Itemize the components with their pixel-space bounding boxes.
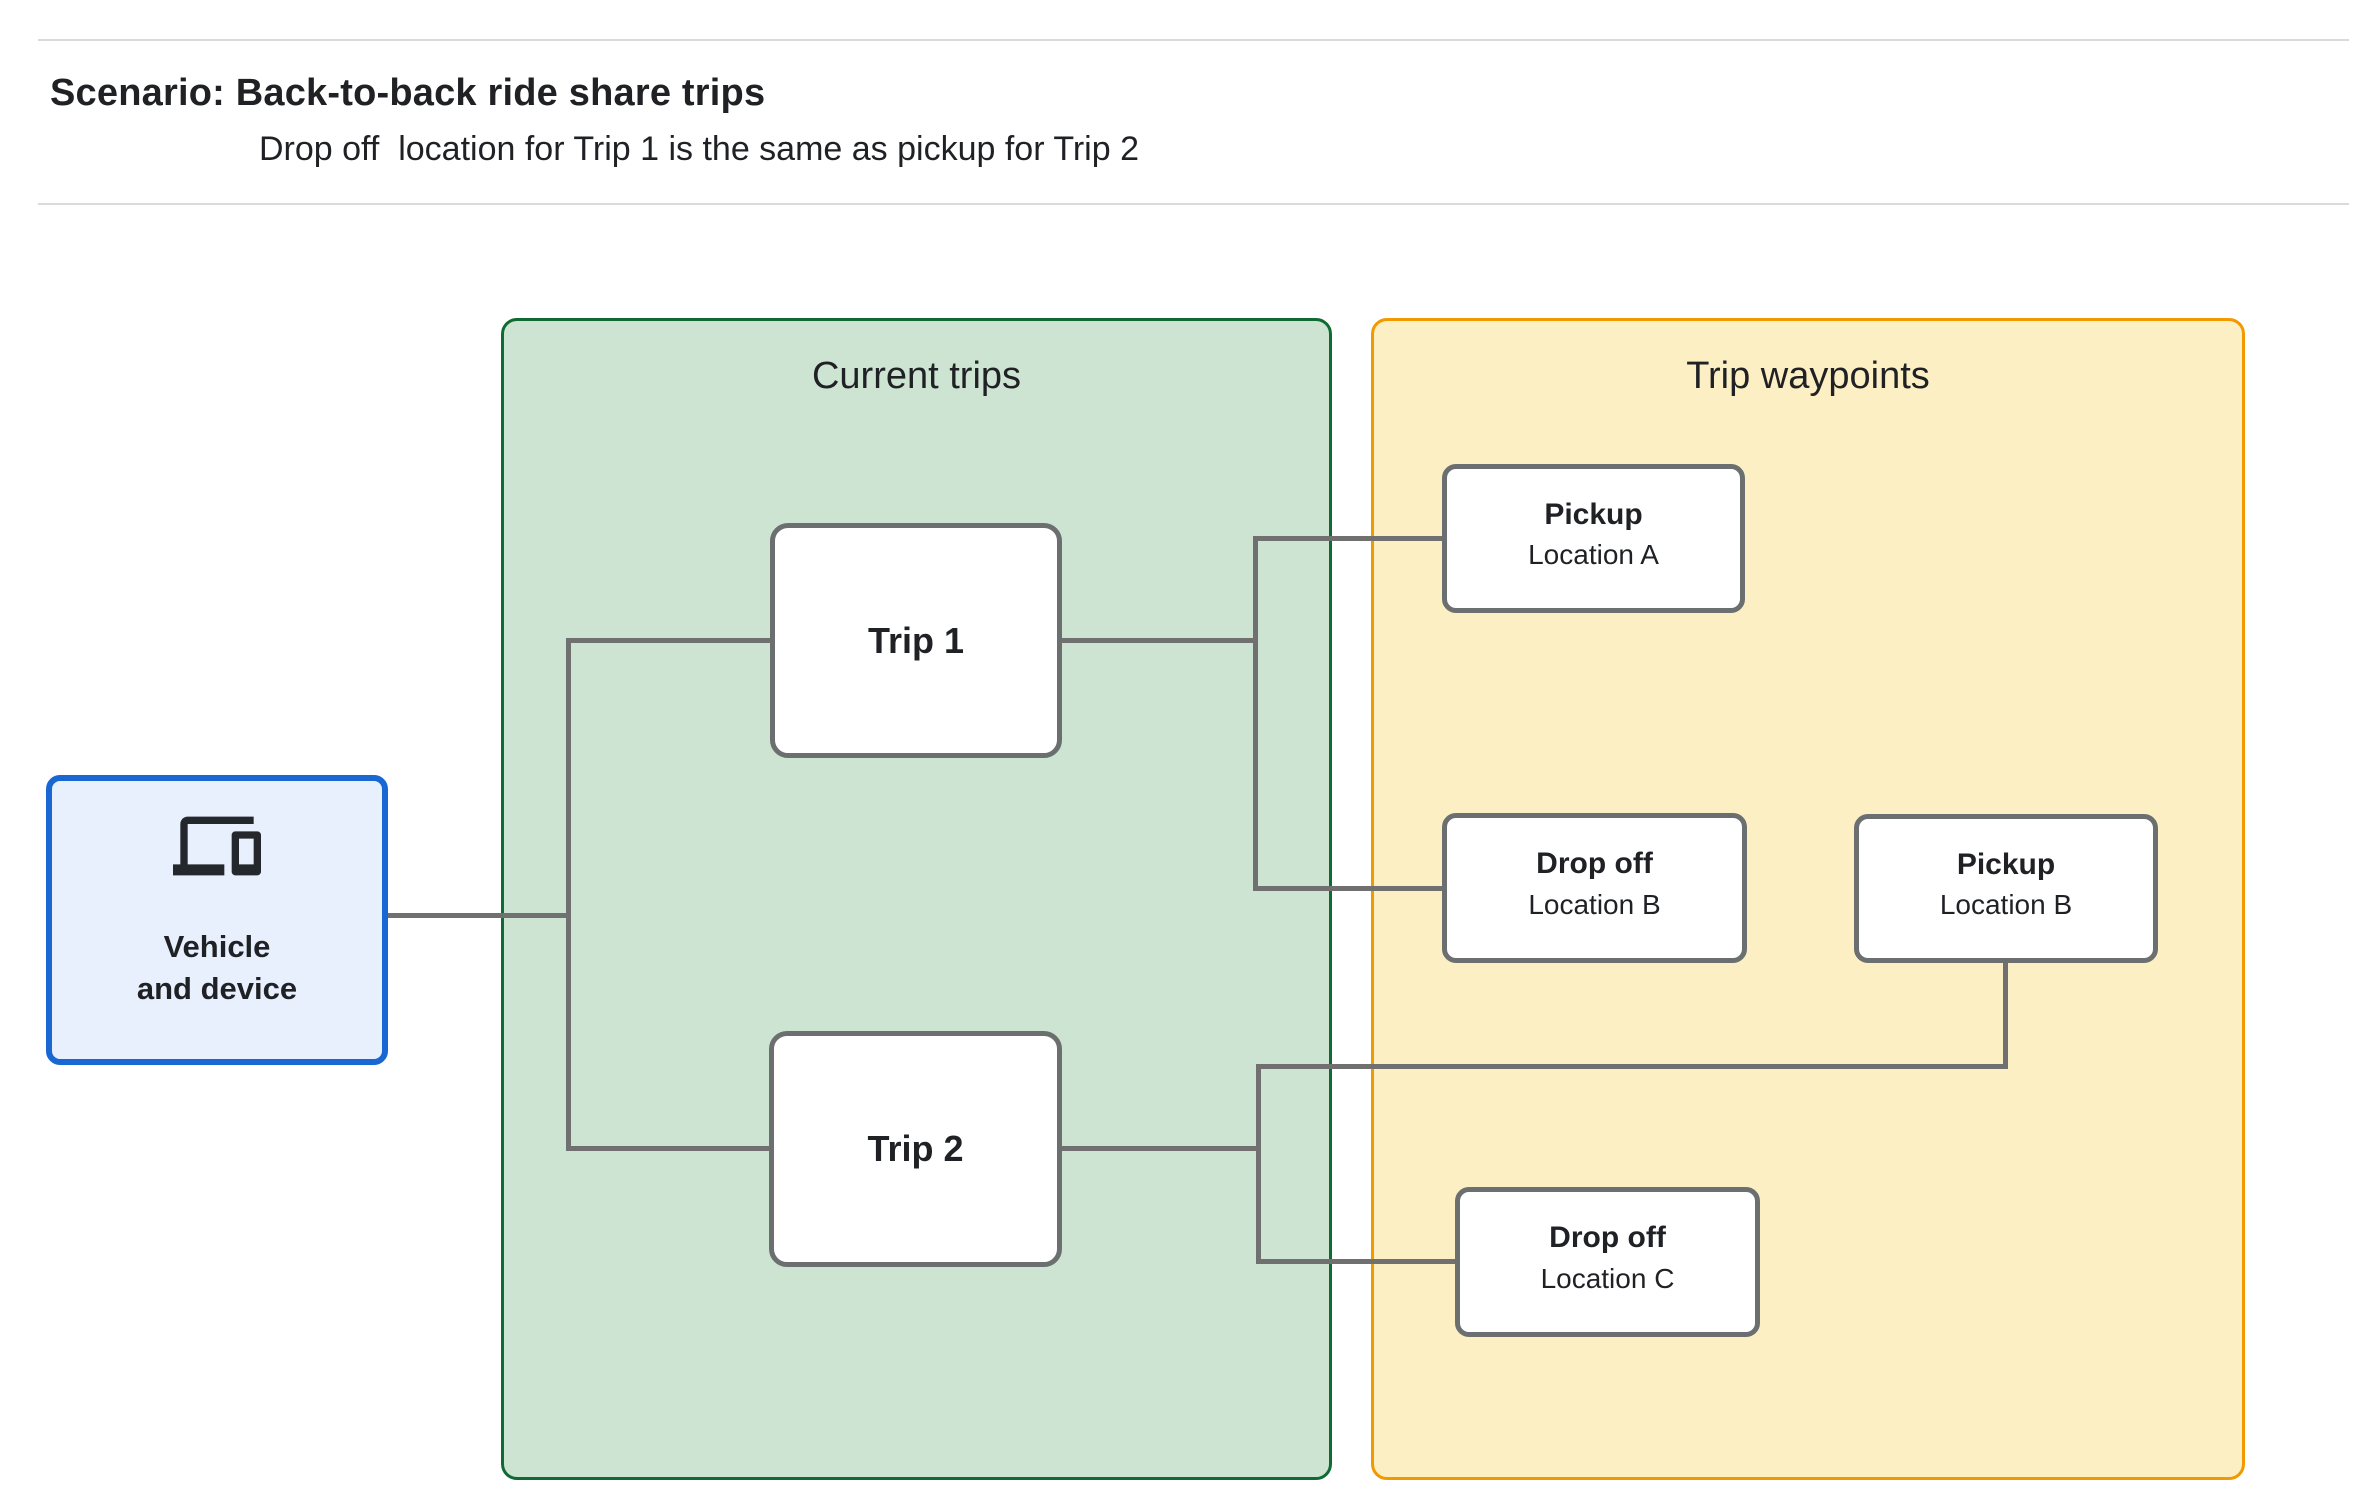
connector-pickup-location-b-drop xyxy=(2003,961,2008,1069)
waypoint-subtitle: Location B xyxy=(1939,889,2073,921)
connector-vehicle-branch-vertical xyxy=(566,638,571,1151)
trip-2-label: Trip 2 xyxy=(867,1128,964,1169)
waypoint-title: Drop off xyxy=(1536,847,1653,881)
node-trip-2: Trip 2 xyxy=(769,1031,1062,1267)
connector-to-pickup-location-b xyxy=(1256,1064,2008,1069)
connector-into-pickup-location-a xyxy=(1253,536,1442,541)
node-trip-1: Trip 1 xyxy=(770,523,1062,758)
vehicle-label-line1: Vehicle xyxy=(163,929,271,964)
connector-trip-2-branch-vertical xyxy=(1256,1064,1261,1264)
node-pickup-location-a: Pickup Location A xyxy=(1442,464,1745,613)
connector-into-trip-1 xyxy=(566,638,770,643)
vehicle-label: Vehicle and device xyxy=(137,926,297,1010)
header-divider xyxy=(38,203,2349,205)
waypoint-subtitle: Location B xyxy=(1528,888,1661,920)
connector-trip-1-out xyxy=(1062,638,1258,643)
node-pickup-location-b: Pickup Location B xyxy=(1854,814,2158,963)
node-dropoff-location-c: Drop off Location C xyxy=(1455,1187,1760,1337)
devices-icon xyxy=(173,813,261,884)
waypoint-title: Drop off xyxy=(1549,1221,1666,1255)
panel-current-trips: Current trips xyxy=(501,318,1332,1480)
page-title: Scenario: Back-to-back ride share trips xyxy=(50,72,766,114)
connector-into-dropoff-location-b xyxy=(1253,886,1442,891)
waypoint-title: Pickup xyxy=(1544,497,1643,531)
node-dropoff-location-b: Drop off Location B xyxy=(1442,813,1747,963)
waypoint-title: Pickup xyxy=(1956,847,2056,881)
connector-trip-1-branch-vertical xyxy=(1253,536,1258,891)
node-vehicle-and-device: Vehicle and device xyxy=(46,775,388,1065)
panel-title-current-trips: Current trips xyxy=(811,355,1022,397)
connector-vehicle-out xyxy=(388,913,566,918)
trip-1-label: Trip 1 xyxy=(867,619,965,661)
vehicle-label-line2: and device xyxy=(136,970,298,1006)
top-divider xyxy=(38,39,2349,41)
page-subtitle: Drop off location for Trip 1 is the same… xyxy=(259,130,1139,168)
waypoint-subtitle: Location C xyxy=(1540,1262,1675,1294)
connector-trip-2-out xyxy=(1062,1146,1261,1151)
panel-title-trip-waypoints: Trip waypoints xyxy=(1686,355,1930,397)
connector-into-dropoff-location-c xyxy=(1256,1259,1455,1264)
waypoint-subtitle: Location A xyxy=(1528,539,1659,571)
connector-into-trip-2 xyxy=(566,1146,769,1151)
